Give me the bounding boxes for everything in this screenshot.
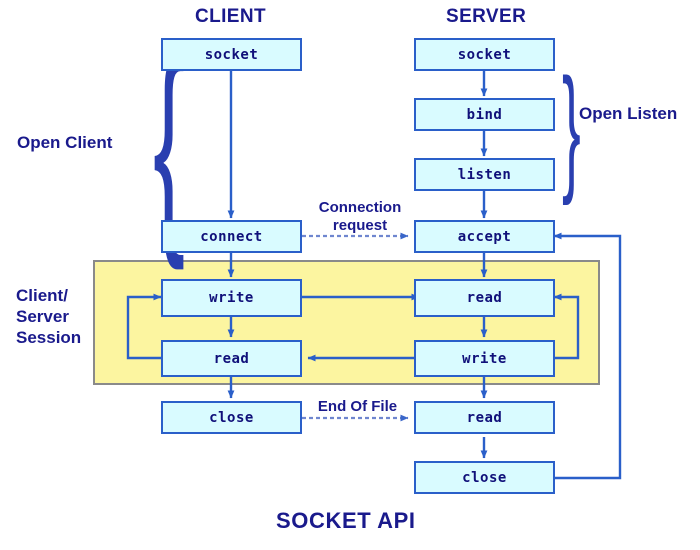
node-client-write[interactable]: write [161,279,302,317]
column-title-server: SERVER [446,6,527,27]
node-client-read[interactable]: read [161,340,302,377]
node-server-listen[interactable]: listen [414,158,555,191]
label-session-line1: Client/ [16,286,68,305]
node-server-write[interactable]: write [414,340,555,377]
label-end-of-file: End Of File [317,398,398,415]
node-client-connect[interactable]: connect [161,220,302,253]
node-client-socket[interactable]: socket [161,38,302,71]
node-server-read[interactable]: read [414,279,555,317]
node-server-read2[interactable]: read [414,401,555,434]
node-client-close[interactable]: close [161,401,302,434]
diagram-title: SOCKET API [276,508,416,533]
label-connection-request-line2: request [332,217,388,234]
label-open-client: Open Client [17,133,113,152]
node-server-close[interactable]: close [414,461,555,494]
node-server-accept[interactable]: accept [414,220,555,253]
label-session-line2: Server [16,307,69,326]
arrow-client-loop-read-to-write [126,293,166,360]
open-listen-brace: } [562,49,581,206]
label-connection-request-line1: Connection [318,199,402,216]
label-session-line3: Session [16,328,82,347]
label-open-listen: Open Listen [579,104,678,123]
node-server-socket[interactable]: socket [414,38,555,71]
node-server-bind[interactable]: bind [414,98,555,131]
arrow-server-close-to-accept [549,232,622,480]
arrow-server-loop-write-to-read [549,293,580,360]
column-title-client: CLIENT [195,6,267,27]
